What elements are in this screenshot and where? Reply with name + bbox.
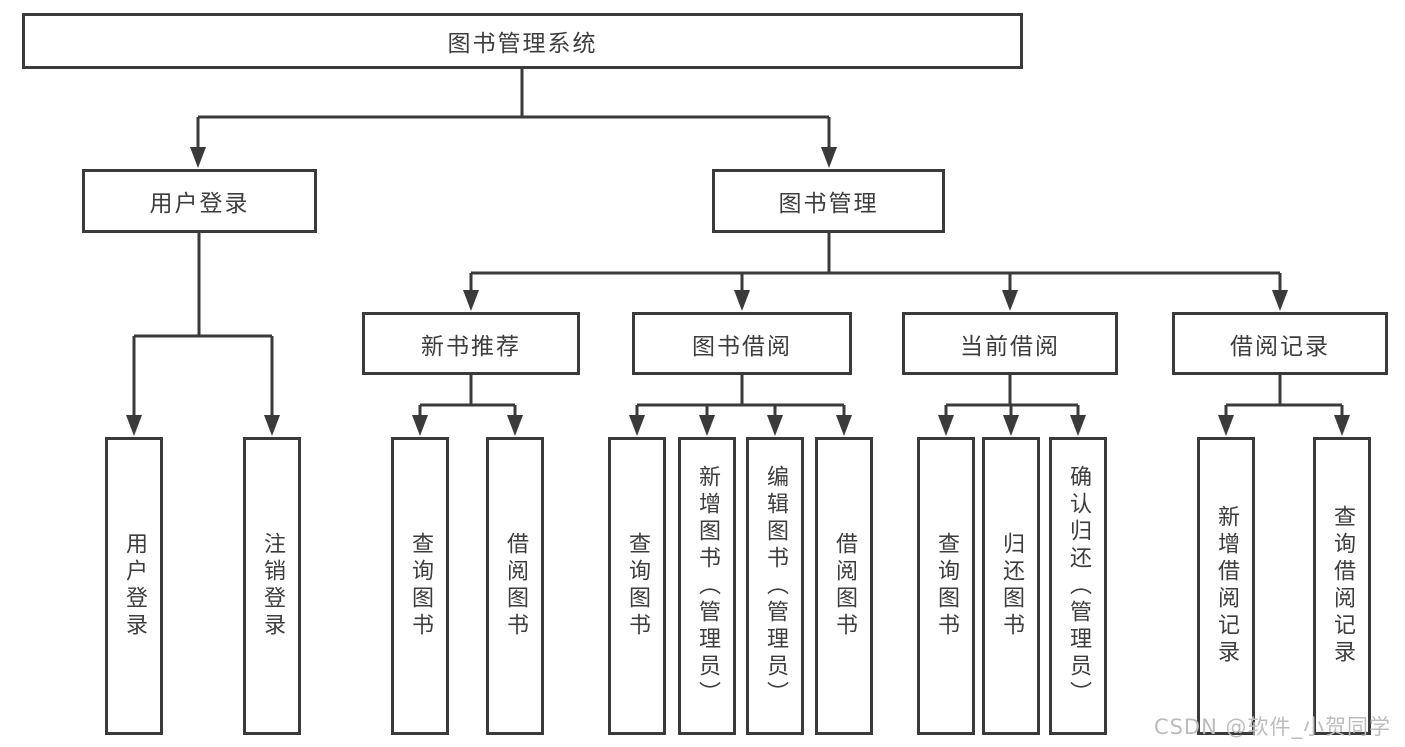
node-book-management-branch: 图书管理 [712,169,945,233]
leaf-return-book: 归还图书 [982,437,1040,735]
leaf-add-book-admin: 新增图书（管理员） [678,437,736,735]
arrowhead-icon [1070,415,1086,436]
arrowhead-icon [190,147,206,168]
node-label: 借阅图书 [832,532,857,640]
node-current-borrowing: 当前借阅 [902,312,1118,375]
node-label: 用户登录 [122,532,147,640]
node-label: 借阅图书 [503,532,528,640]
arrowhead-icon [821,147,837,168]
leaf-borrow-books: 借阅图书 [815,437,873,735]
arrowhead-icon [938,415,954,436]
arrowhead-icon [463,290,479,311]
arrowhead-icon [734,290,750,311]
leaf-query-books-borrow: 查询图书 [608,437,666,735]
arrowhead-icon [629,415,645,436]
node-label: 查询图书 [625,532,650,640]
arrowhead-icon [836,415,852,436]
leaf-add-borrow-record: 新增借阅记录 [1197,437,1255,735]
arrowhead-icon [264,415,280,436]
leaf-confirm-return-admin: 确认归还（管理员） [1049,437,1107,735]
leaf-query-books-recommend: 查询图书 [391,437,449,735]
node-borrowing-records: 借阅记录 [1172,312,1388,375]
arrowhead-icon [1334,415,1350,436]
node-label: 注销登录 [260,532,285,640]
node-label: 图书管理 [778,191,879,217]
leaf-logout: 注销登录 [243,437,301,735]
node-book-borrowing: 图书借阅 [632,312,852,375]
arrowhead-icon [1002,290,1018,311]
node-label: 图书借阅 [692,333,792,360]
node-label: 借阅记录 [1230,333,1330,360]
leaf-borrow-books-recommend: 借阅图书 [486,437,544,735]
node-label: 查询借阅记录 [1330,505,1355,667]
node-label: 新增借阅记录 [1214,505,1239,667]
arrowhead-icon [1218,415,1234,436]
leaf-user-login: 用户登录 [105,437,163,735]
arrowhead-icon [126,415,142,436]
csdn-watermark: CSDN @软件_小贺同学 [1153,715,1391,739]
node-label: 查询图书 [408,532,433,640]
node-label: 查询图书 [934,532,959,640]
leaf-edit-book-admin: 编辑图书（管理员） [746,437,804,735]
node-label: 归还图书 [999,532,1024,640]
node-label: 当前借阅 [960,333,1060,360]
node-label: 用户登录 [149,191,250,217]
node-label: 新书推荐 [421,333,521,360]
arrowhead-icons [126,147,1350,436]
leaf-query-borrow-record: 查询借阅记录 [1313,437,1371,735]
arrowhead-icon [1003,415,1019,436]
connector-lines [132,69,1344,418]
leaf-query-books-current: 查询图书 [917,437,975,735]
node-label: 编辑图书（管理员） [763,464,788,708]
arrowhead-icon [767,415,783,436]
node-label: 图书管理系统 [447,31,598,57]
arrowhead-icon [507,415,523,436]
node-user-login-branch: 用户登录 [82,169,317,233]
arrowhead-icon [699,415,715,436]
node-new-book-recommendation: 新书推荐 [362,312,580,375]
node-library-management-system: 图书管理系统 [22,13,1023,69]
arrowhead-icon [412,415,428,436]
node-label: 新增图书（管理员） [695,464,720,708]
arrowhead-icon [1272,290,1288,311]
node-label: 确认归还（管理员） [1066,464,1091,708]
